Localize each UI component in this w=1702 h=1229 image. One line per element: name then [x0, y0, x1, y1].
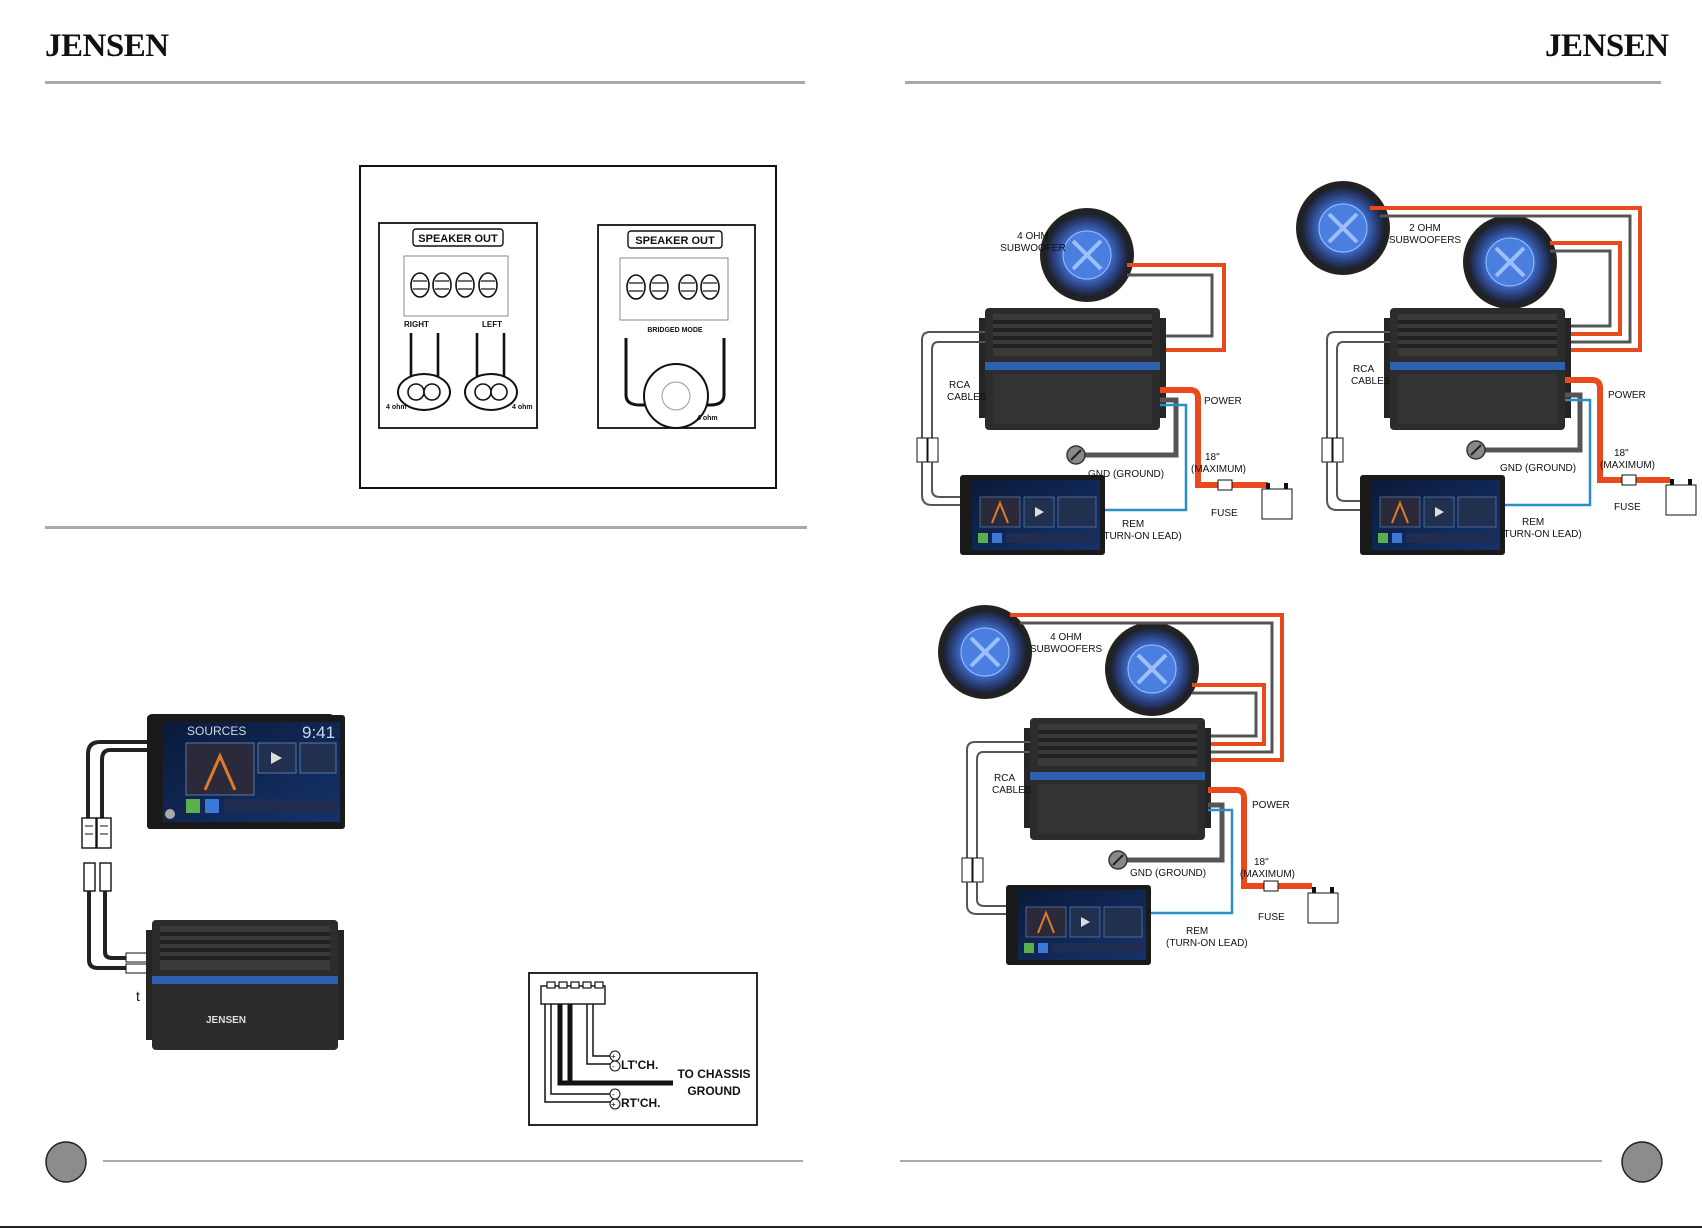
bottom-rule-left	[103, 1160, 803, 1162]
stray-character: t	[136, 988, 140, 1004]
d2-max-label: (MAXIMUM)	[1600, 460, 1655, 471]
d2-sub-label1: 2 OHM	[1409, 223, 1441, 234]
d3-power-label: POWER	[1252, 800, 1290, 811]
bottom-rule-right	[900, 1160, 1602, 1162]
d1-rem-label: REM	[1122, 519, 1144, 530]
d3-fuse-label: FUSE	[1258, 912, 1285, 923]
stereo-left-label: LEFT	[482, 320, 502, 329]
top-rule-right	[905, 81, 1661, 84]
bridged-mode-diagram	[597, 224, 756, 429]
wiring-diagram-single-4ohm	[916, 206, 1293, 556]
d1-rca-label1: RCA	[949, 380, 970, 391]
d3-rca-label2: CABLES	[992, 785, 1032, 796]
d2-dist-label: 18"	[1614, 448, 1629, 459]
bridged-speaker-out-title: SPEAKER OUT	[635, 235, 715, 247]
d2-turnon-label: (TURN-ON LEAD)	[1500, 529, 1582, 540]
top-rule-left	[45, 81, 805, 84]
d3-sub-label1: 4 OHM	[1050, 632, 1082, 643]
d3-rca-label1: RCA	[994, 773, 1015, 784]
d2-rca-label2: CABLES	[1351, 376, 1391, 387]
lt-ch-label: LT'CH.	[621, 1058, 658, 1072]
stereo-speaker-out-title: SPEAKER OUT	[418, 233, 498, 245]
d3-rem-label: REM	[1186, 926, 1208, 937]
footer-line	[0, 1226, 1702, 1228]
d1-gnd-label: GND (GROUND)	[1088, 469, 1164, 480]
head-unit-screen-title: SOURCES	[187, 724, 246, 738]
d2-fuse-label: FUSE	[1614, 502, 1641, 513]
rca-connection-diagram	[81, 712, 345, 1050]
page-number-badge-left	[45, 1141, 87, 1183]
d1-max-label: (MAXIMUM)	[1191, 464, 1246, 475]
chassis-ground-line2: GROUND	[687, 1084, 741, 1098]
d1-sub-label1: 4 OHM	[1017, 231, 1049, 242]
rt-ch-label: RT'CH.	[621, 1096, 661, 1110]
d2-gnd-label: GND (GROUND)	[1500, 463, 1576, 474]
d2-power-label: POWER	[1608, 390, 1646, 401]
svg-text:-: -	[612, 1062, 615, 1071]
head-unit-time: 9:41	[302, 723, 335, 742]
section-rule-left	[45, 526, 807, 529]
jensen-logo-left: JENSEN	[45, 28, 169, 64]
d2-rca-label1: RCA	[1353, 364, 1374, 375]
amp-brand-label: JENSEN	[206, 1015, 246, 1026]
d2-sub-label2: SUBWOOFERS	[1389, 235, 1462, 246]
d3-max-label: (MAXIMUM)	[1240, 869, 1295, 880]
d1-fuse-label: FUSE	[1211, 508, 1238, 519]
bridged-imp: 4 ohm	[697, 415, 718, 422]
speaker-out-panel	[359, 165, 777, 489]
stereo-mode-diagram	[378, 222, 538, 429]
d3-dist-label: 18"	[1254, 857, 1269, 868]
wiring-diagram-dual-4ohm	[936, 603, 1339, 966]
stereo-imp-right: 4 ohm	[512, 404, 533, 411]
bridged-mode-label: BRIDGED MODE	[647, 327, 703, 334]
d3-sub-label2: SUBWOOFERS	[1030, 644, 1103, 655]
d1-sub-label2: SUBWOOFER	[1000, 243, 1066, 254]
page-number-badge-right	[1621, 1141, 1663, 1183]
d3-turnon-label: (TURN-ON LEAD)	[1166, 938, 1248, 949]
svg-text:+: +	[611, 1100, 616, 1109]
wiring-diagram-dual-2ohm	[1294, 179, 1697, 556]
d2-rem-label: REM	[1522, 517, 1544, 528]
d1-turnon-label: (TURN-ON LEAD)	[1100, 531, 1182, 542]
stereo-imp-left: 4 ohm	[386, 404, 407, 411]
chassis-ground-line1: TO CHASSIS	[677, 1067, 750, 1081]
svg-text:-: -	[612, 1090, 615, 1099]
d1-power-label: POWER	[1204, 396, 1242, 407]
ground-wiring-diagram: + - - +	[528, 972, 758, 1126]
d1-dist-label: 18"	[1205, 452, 1220, 463]
d3-gnd-label: GND (GROUND)	[1130, 868, 1206, 879]
d1-rca-label2: CABLES	[947, 392, 987, 403]
svg-text:+: +	[611, 1052, 616, 1061]
stereo-right-label: RIGHT	[404, 320, 429, 329]
jensen-logo-right: JENSEN	[1545, 28, 1669, 64]
